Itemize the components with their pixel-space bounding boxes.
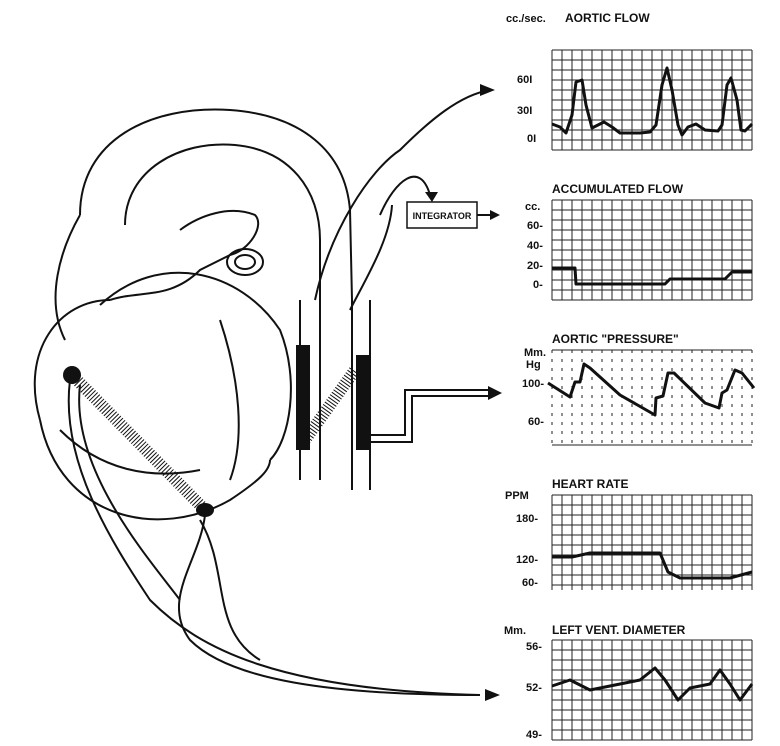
tick-label: 56- [526,641,542,653]
panel-title: AORTIC "PRESSURE" [552,332,679,346]
integrator-label: INTEGRATOR [413,211,472,221]
tick-label: 40- [527,240,543,252]
chart-grid [551,49,753,151]
panel-accumulated-flow: ACCUMULATED FLOW cc. 60- 40- 20- 0- [525,182,753,301]
tick-label: 60- [527,220,543,232]
lv-diameter-trace [551,666,754,702]
unit-label: cc./sec. [506,13,546,25]
unit-label: Mm. [504,625,526,637]
tick-label: 100- [522,378,544,390]
tick-label: 52- [526,682,542,694]
panel-title: AORTIC FLOW [565,11,650,25]
panel-title: LEFT VENT. DIAMETER [552,623,686,637]
arrow-icon [485,689,500,701]
unit-label: Mm. [524,347,546,359]
chart-grid [551,494,753,590]
chart-grid [551,199,753,301]
transducer-icon [63,366,81,384]
chart-grid [551,639,753,741]
integrator-box: INTEGRATOR [406,201,478,229]
panel-heart-rate: HEART RATE PPM 180- 120- 60- [505,477,753,590]
heart-rate-trace [552,551,753,580]
tick-label: 60- [528,416,544,428]
flow-probe [296,345,310,450]
unit-label: Hg [526,359,541,371]
unit-label: PPM [505,490,529,502]
arrow-icon [480,84,495,96]
tick-label: 20- [527,260,543,272]
heart-illustration [33,89,491,696]
tick-label: 60I [517,74,532,86]
panel-aortic-pressure: AORTIC "PRESSURE" Mm. Hg 100- 60- [522,332,756,446]
arrow-icon [425,192,438,202]
tick-label: 180- [516,513,538,525]
tick-label: 120- [516,554,538,566]
panel-aortic-flow: cc./sec. AORTIC FLOW 60I 30I 0I [506,11,754,151]
tick-label: 0- [533,279,543,291]
pressure-probe [356,355,370,450]
accumulated-flow-trace [552,266,752,286]
tick-label: 30I [517,105,532,117]
tick-label: 0I [527,133,536,145]
tick-label: 60- [522,577,538,589]
aortic-flow-trace [551,66,754,137]
tick-label: 49- [526,729,542,741]
panel-lv-diameter: Mm. LEFT VENT. DIAMETER 56- 52- 49- [504,623,754,741]
aortic-pressure-trace [547,362,756,417]
panel-title: ACCUMULATED FLOW [552,182,684,196]
arrow-icon [488,386,502,400]
unit-label: cc. [525,201,540,213]
panel-title: HEART RATE [552,477,628,491]
